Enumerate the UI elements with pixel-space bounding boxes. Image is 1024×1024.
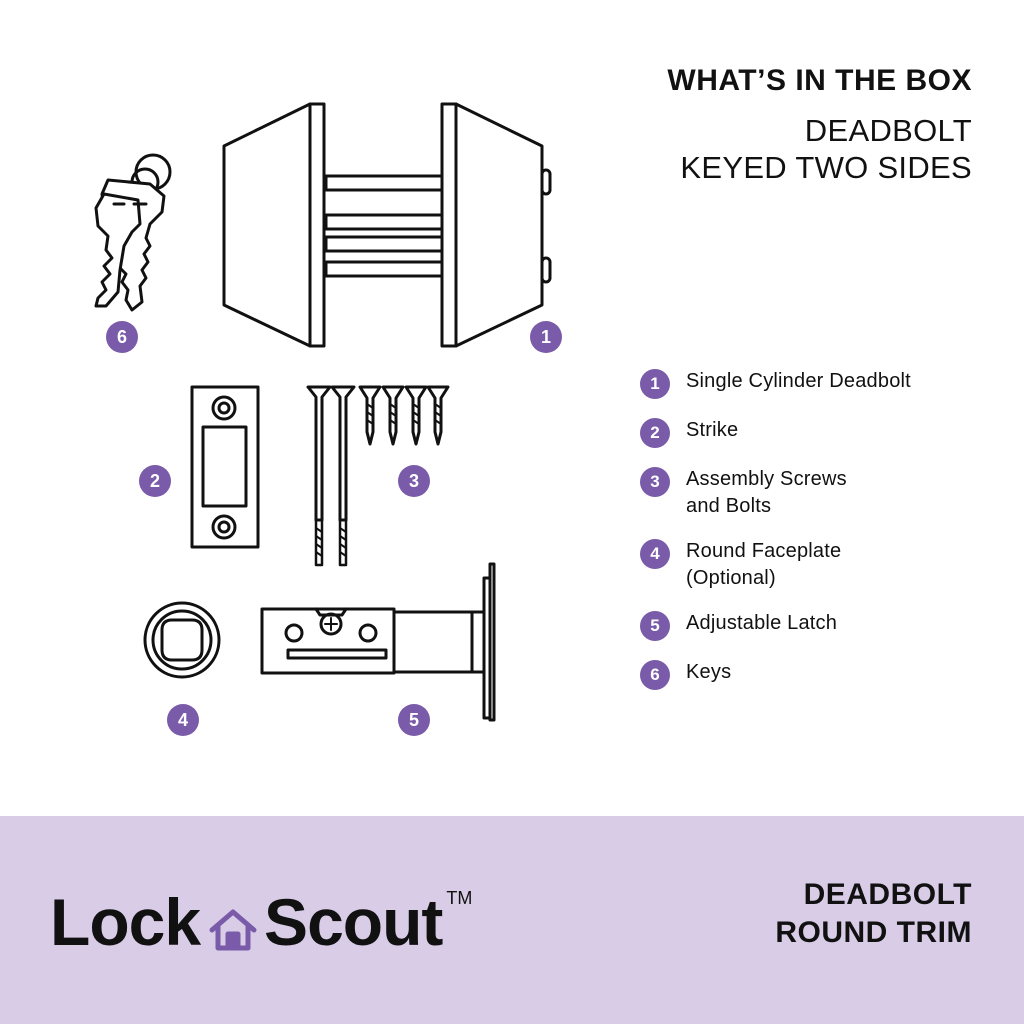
legend-label: Adjustable Latch — [686, 612, 838, 634]
trademark-symbol: TM — [446, 888, 473, 908]
title-block: WHAT’S IN THE BOX DEADBOLT KEYED TWO SID… — [667, 62, 972, 186]
product-title-line-1: DEADBOLT — [803, 878, 972, 911]
subtitle-line-2: KEYED TWO SIDES — [680, 150, 972, 185]
round-faceplate-illustration — [143, 601, 221, 679]
brand-logo: Lock Scout TM — [50, 886, 472, 958]
callout-faceplate: 4 — [167, 704, 199, 736]
box-contents-illustration — [94, 102, 552, 722]
adjustable-latch-illustration — [260, 562, 496, 722]
callout-keys: 6 — [106, 321, 138, 353]
product-title-line-2: ROUND TRIM — [775, 916, 972, 949]
page-title: WHAT’S IN THE BOX — [667, 64, 972, 97]
legend-item: 3 Assembly Screws and Bolts — [640, 466, 1000, 520]
product-title: DEADBOLT ROUND TRIM — [775, 876, 972, 952]
product-subtitle: DEADBOLT KEYED TWO SIDES — [667, 112, 972, 186]
parts-legend: 1 Single Cylinder Deadbolt 2 Strike 3 As… — [640, 368, 1000, 708]
legend-label: Round Faceplate (Optional) — [686, 540, 842, 589]
footer-band: Lock Scout TM DEADBOLT ROUND TRIM — [0, 816, 1024, 1024]
legend-number-badge: 2 — [640, 418, 670, 448]
legend-number-badge: 3 — [640, 467, 670, 497]
legend-label: Keys — [686, 661, 732, 683]
legend-item: 6 Keys — [640, 659, 1000, 690]
legend-item: 2 Strike — [640, 417, 1000, 448]
legend-label: Assembly Screws and Bolts — [686, 468, 847, 517]
legend-item: 1 Single Cylinder Deadbolt — [640, 368, 1000, 399]
keys-illustration — [94, 153, 172, 312]
strike-illustration — [190, 385, 260, 549]
legend-label: Strike — [686, 419, 739, 441]
brand-name-scout: Scout — [264, 885, 443, 959]
legend-number-badge: 1 — [640, 369, 670, 399]
brand-name-lock: Lock — [50, 885, 201, 959]
legend-item: 5 Adjustable Latch — [640, 610, 1000, 641]
legend-number-badge: 4 — [640, 539, 670, 569]
legend-label: Single Cylinder Deadbolt — [686, 370, 911, 392]
legend-number-badge: 5 — [640, 611, 670, 641]
callout-strike: 2 — [139, 465, 171, 497]
callout-deadbolt: 1 — [530, 321, 562, 353]
callout-latch: 5 — [398, 704, 430, 736]
legend-item: 4 Round Faceplate (Optional) — [640, 538, 1000, 592]
deadbolt-illustration — [222, 102, 552, 348]
house-icon — [209, 909, 257, 951]
legend-number-badge: 6 — [640, 660, 670, 690]
callout-screws: 3 — [398, 465, 430, 497]
subtitle-line-1: DEADBOLT — [804, 113, 972, 148]
screws-illustration — [306, 385, 450, 567]
